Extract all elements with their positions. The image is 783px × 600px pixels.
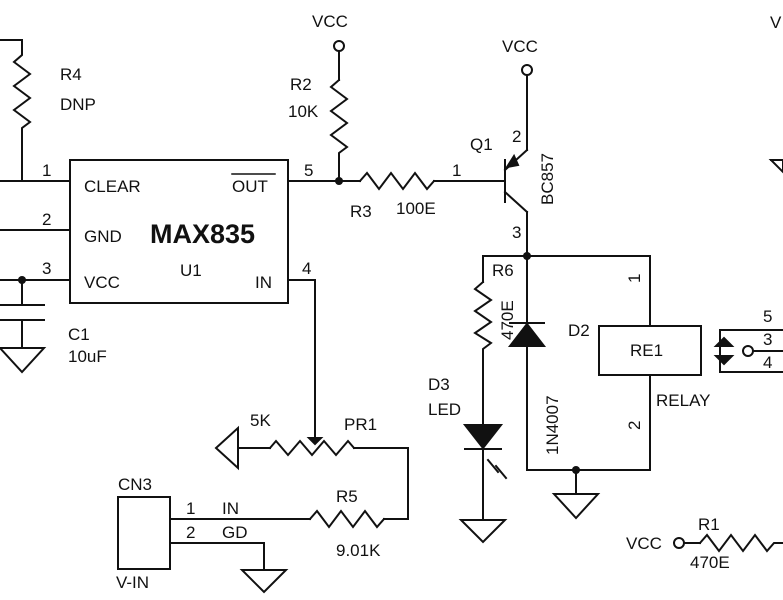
- pin-number-3: 3: [42, 259, 51, 278]
- r1-ref: R1: [698, 515, 720, 534]
- pr1-ref: PR1: [344, 415, 377, 434]
- vcc-terminal-icon: [521, 64, 533, 76]
- chip-u1-body: [69, 159, 289, 304]
- r3-value: 100E: [396, 199, 436, 218]
- q1-pin3: 3: [512, 223, 521, 242]
- pin-number-4: 4: [302, 259, 311, 278]
- ground-icon: [458, 519, 508, 544]
- c1-ref: C1: [68, 325, 90, 344]
- q1-vcc-label: VCC: [502, 37, 538, 56]
- ground-icon: [214, 425, 239, 471]
- contact-pin3: 3: [763, 330, 772, 349]
- cn3-pin1: 1: [186, 499, 195, 518]
- led-d3[interactable]: D3 LED: [428, 375, 508, 544]
- relay-pin1: 1: [625, 274, 644, 283]
- r5-zigzag: [308, 509, 386, 529]
- d2-part: 1N4007: [543, 395, 562, 455]
- c1-value: 10uF: [68, 347, 107, 366]
- d3-part: LED: [428, 400, 461, 419]
- r2-zigzag: [329, 78, 349, 182]
- pr1-wiper-arrow: [306, 437, 324, 446]
- r2-ref: R2: [290, 75, 312, 94]
- r6-zigzag: [473, 280, 493, 426]
- resistor-r2[interactable]: VCC R2 10K: [288, 12, 349, 182]
- relay-re1[interactable]: RE1 1 2 RELAY: [598, 255, 711, 471]
- q1-emitter-arrow: [504, 153, 520, 169]
- cn3-pin2: 2: [186, 523, 195, 542]
- q1-pin2: 2: [512, 127, 521, 146]
- relay-label: RELAY: [656, 391, 711, 410]
- vcc-terminal-icon: [673, 537, 685, 549]
- connector-cn3[interactable]: CN3 V-IN 1 2 IN GD: [116, 475, 289, 594]
- pin-number-5: 5: [304, 161, 313, 180]
- chip-u1[interactable]: CLEAR GND VCC OUT IN MAX835 U1: [69, 159, 289, 304]
- relay-contacts: 5 3 4: [713, 307, 783, 373]
- pin-label-out: OUT: [232, 177, 268, 196]
- r6-value: 470E: [498, 300, 517, 340]
- cn3-pin2-label: GD: [222, 523, 248, 542]
- ground-icon: [551, 493, 601, 520]
- r4-ref: R4: [60, 65, 82, 84]
- q1-ref: Q1: [470, 135, 493, 154]
- d3-ref: D3: [428, 375, 450, 394]
- resistor-r3[interactable]: R3 100E 1: [350, 161, 504, 221]
- pin-label-gnd: GND: [84, 227, 122, 246]
- contact-arrow-up: [713, 336, 735, 347]
- edge-label: V: [770, 13, 782, 32]
- cn3-name: V-IN: [116, 573, 149, 592]
- transistor-q1[interactable]: VCC Q1 2 3 BC857: [470, 37, 557, 257]
- capacitor-c1[interactable]: C1 10uF: [0, 279, 107, 374]
- contact-arrow-down: [713, 355, 735, 366]
- relay-ref: RE1: [630, 341, 663, 360]
- q1-collector-lead: [503, 190, 529, 214]
- q1-base-pin: 1: [452, 161, 461, 180]
- pin-label-vcc: VCC: [84, 273, 120, 292]
- pr1-zigzag: [268, 439, 356, 457]
- r4-value: DNP: [60, 95, 96, 114]
- pin-label-clear: CLEAR: [84, 177, 141, 196]
- chip-ref: U1: [180, 261, 202, 280]
- d2-ref: D2: [568, 321, 590, 340]
- relay-coil-box: [598, 325, 702, 376]
- d3-triangle: [462, 424, 504, 450]
- chip-part-name: MAX835: [150, 219, 255, 249]
- contact-pin5: 5: [763, 307, 772, 326]
- r1-value: 470E: [690, 553, 730, 572]
- ground-icon: [239, 569, 289, 594]
- vcc-terminal-icon: [333, 40, 345, 52]
- led-ray-2: [494, 464, 508, 480]
- potentiometer-pr1[interactable]: 5K PR1: [214, 411, 409, 520]
- relay-pin2: 2: [625, 421, 644, 430]
- diode-d2[interactable]: D2 1N4007: [507, 255, 590, 471]
- edge-partial-symbol: [768, 159, 783, 174]
- q1-part: BC857: [538, 153, 557, 205]
- resistor-r1[interactable]: VCC R1 470E: [626, 515, 783, 572]
- r4-zigzag: [12, 39, 32, 182]
- contact-3-terminal: [742, 345, 754, 357]
- pin-number-2: 2: [42, 210, 51, 229]
- pr1-value: 5K: [250, 411, 271, 430]
- r2-vcc-label: VCC: [312, 12, 348, 31]
- pin-label-in: IN: [255, 273, 272, 292]
- r5-value: 9.01K: [336, 541, 381, 560]
- r1-zigzag: [698, 533, 783, 553]
- r2-value: 10K: [288, 102, 319, 121]
- resistor-r5[interactable]: R5 9.01K: [169, 487, 409, 560]
- pin-number-1: 1: [42, 161, 51, 180]
- r1-vcc-label: VCC: [626, 534, 662, 553]
- cn3-body: [117, 496, 171, 570]
- contact-pin4: 4: [763, 353, 772, 372]
- r5-ref: R5: [336, 487, 358, 506]
- cn3-ref: CN3: [118, 475, 152, 494]
- r3-ref: R3: [350, 202, 372, 221]
- ground-icon: [0, 347, 47, 374]
- led-ray-1: [486, 458, 500, 474]
- cn3-pin1-label: IN: [222, 499, 239, 518]
- r6-ref: R6: [492, 261, 514, 280]
- r3-zigzag: [358, 171, 436, 191]
- resistor-r4[interactable]: R4 DNP: [0, 39, 96, 182]
- resistor-r6[interactable]: R6 470E: [473, 255, 517, 426]
